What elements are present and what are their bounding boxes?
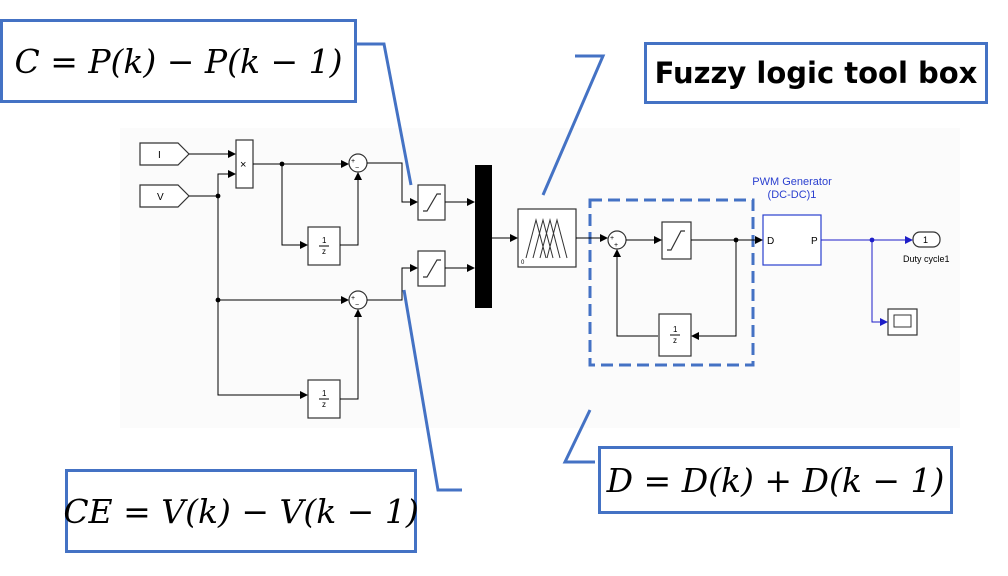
delay-voltage-den: z <box>322 400 326 409</box>
delay-voltage-num: 1 <box>322 389 327 398</box>
equation-ce: CE = V(k) − V(k − 1) <box>63 491 419 531</box>
fuzzy-toolbox-title: Fuzzy logic tool box <box>654 56 978 90</box>
output-junction-dot <box>869 237 875 243</box>
sum-power-plus: + <box>351 158 355 165</box>
delay-duty-den: z <box>673 336 677 345</box>
saturation-duty[interactable] <box>661 221 692 260</box>
equation-d: D = D(k) + D(k − 1) <box>606 460 945 500</box>
inport-voltage[interactable] <box>139 184 190 208</box>
outport-duty-cycle[interactable] <box>912 231 941 248</box>
equation-c: C = P(k) − P(k − 1) <box>14 41 343 81</box>
sum-power-minus: − <box>355 165 359 172</box>
product-sign: × <box>240 159 246 171</box>
delay-duty-num: 1 <box>673 325 678 334</box>
inport-current[interactable] <box>139 142 190 166</box>
output-wires <box>821 236 913 326</box>
delay-power-num: 1 <box>322 236 327 245</box>
equation-box-c: C = P(k) − P(k − 1) <box>0 19 357 103</box>
saturation-voltage[interactable] <box>417 250 446 287</box>
mux-block[interactable] <box>475 165 492 308</box>
outport-number: 1 <box>923 235 928 245</box>
pwm-generator-title: PWM Generator (DC-DC)1 <box>737 176 847 202</box>
outport-label: Duty cycle1 <box>903 254 950 264</box>
pwm-title-line1: PWM Generator <box>752 176 832 188</box>
signal-wires <box>189 150 763 400</box>
scope-block[interactable] <box>887 308 918 336</box>
duty-integrator-dashed-box <box>588 198 755 367</box>
sum-voltage-plus: + <box>351 295 355 302</box>
fuzzy-toolbox-title-box: Fuzzy logic tool box <box>644 42 988 104</box>
pwm-title-line2: (DC-DC)1 <box>767 189 817 201</box>
junction-dots <box>215 161 739 303</box>
delay-power-den: z <box>322 247 326 256</box>
equation-box-ce: CE = V(k) − V(k − 1) <box>63 469 419 553</box>
equation-box-d: D = D(k) + D(k − 1) <box>598 446 953 514</box>
sum-voltage-minus: − <box>355 302 359 309</box>
pwm-port-in: D <box>767 236 774 247</box>
inport-voltage-label: V <box>157 192 164 203</box>
fuzzy-block-label: 0 <box>521 260 525 266</box>
sum-duty-plus-left: + <box>610 235 614 242</box>
sum-duty-plus-bottom: + <box>614 242 618 249</box>
saturation-power[interactable] <box>417 184 446 221</box>
inport-current-label: I <box>158 150 161 161</box>
fuzzy-logic-controller[interactable] <box>517 208 577 268</box>
callout-lines <box>357 42 606 492</box>
pwm-port-out: P <box>811 236 818 247</box>
